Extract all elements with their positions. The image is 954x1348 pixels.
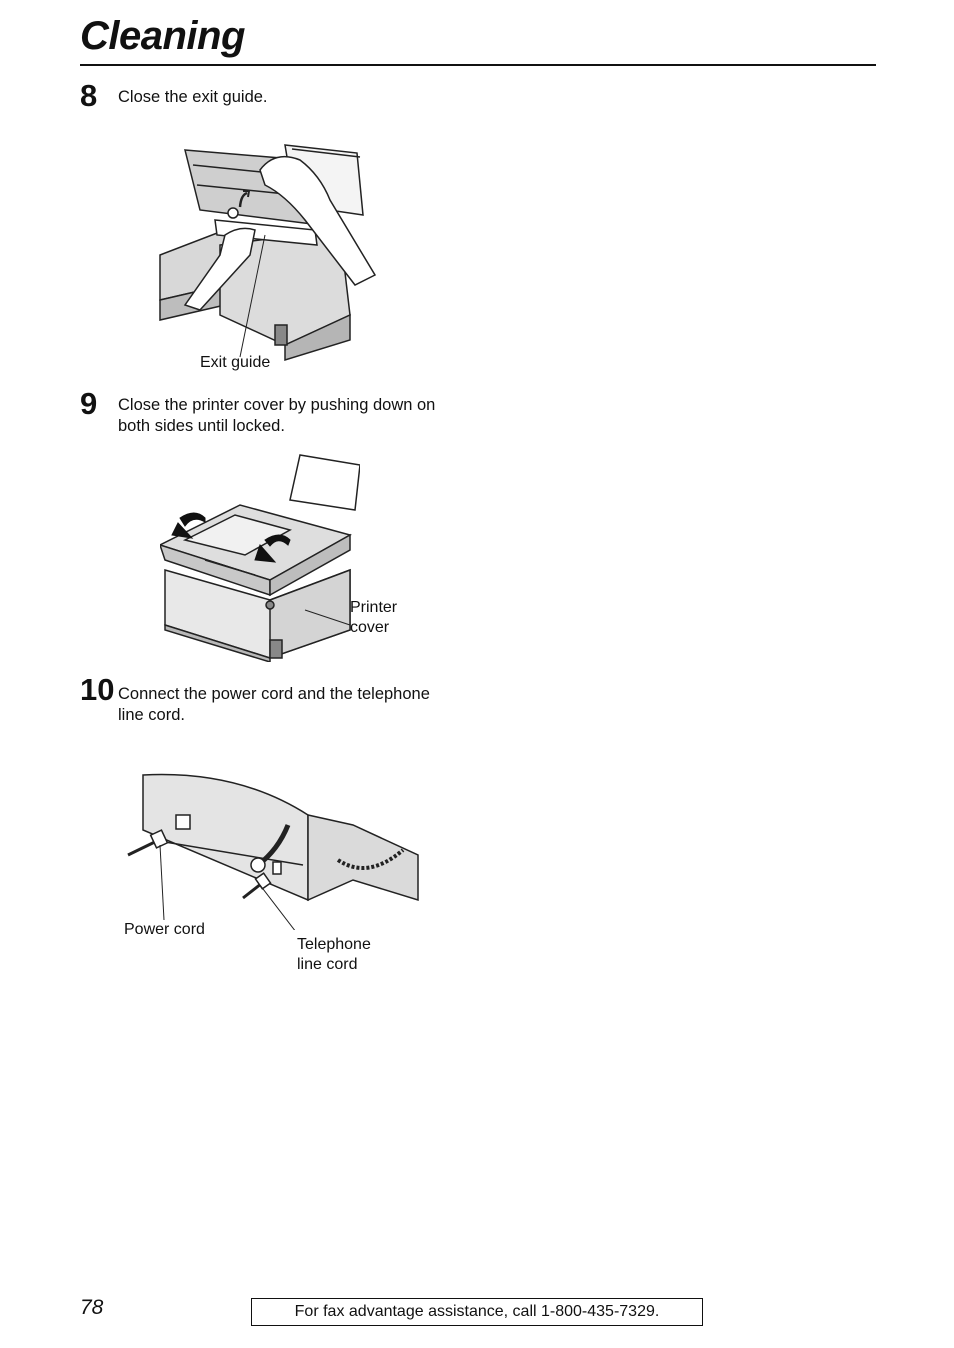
step-10-text: Connect the power cord and the telephone… [118, 685, 430, 724]
cord-connection-illustration [127, 773, 419, 930]
telephone-line-cord-label-line2: line cord [297, 956, 358, 973]
printer-cover-label-line1: Printer [350, 599, 398, 616]
step-8-text: Close the exit guide. [118, 88, 268, 106]
printer-cover-illustration [160, 454, 360, 662]
footer-assistance-box: For fax advantage assistance, call 1-800… [251, 1298, 703, 1326]
exit-guide-illustration [159, 144, 377, 362]
step-9-text: Close the printer cover by pushing down … [118, 396, 436, 435]
title-rule [80, 64, 876, 66]
step-9-number: 9 [80, 386, 98, 421]
power-cord-label: Power cord [124, 921, 205, 938]
page-title: Cleaning [80, 14, 245, 58]
step-10-number: 10 [80, 672, 115, 707]
printer-cover-label-line2: cover [350, 619, 390, 636]
telephone-line-cord-label-line1: Telephone [297, 936, 371, 953]
exit-guide-label: Exit guide [200, 354, 271, 371]
page-number: 78 [80, 1296, 104, 1319]
step-8-number: 8 [80, 78, 98, 113]
